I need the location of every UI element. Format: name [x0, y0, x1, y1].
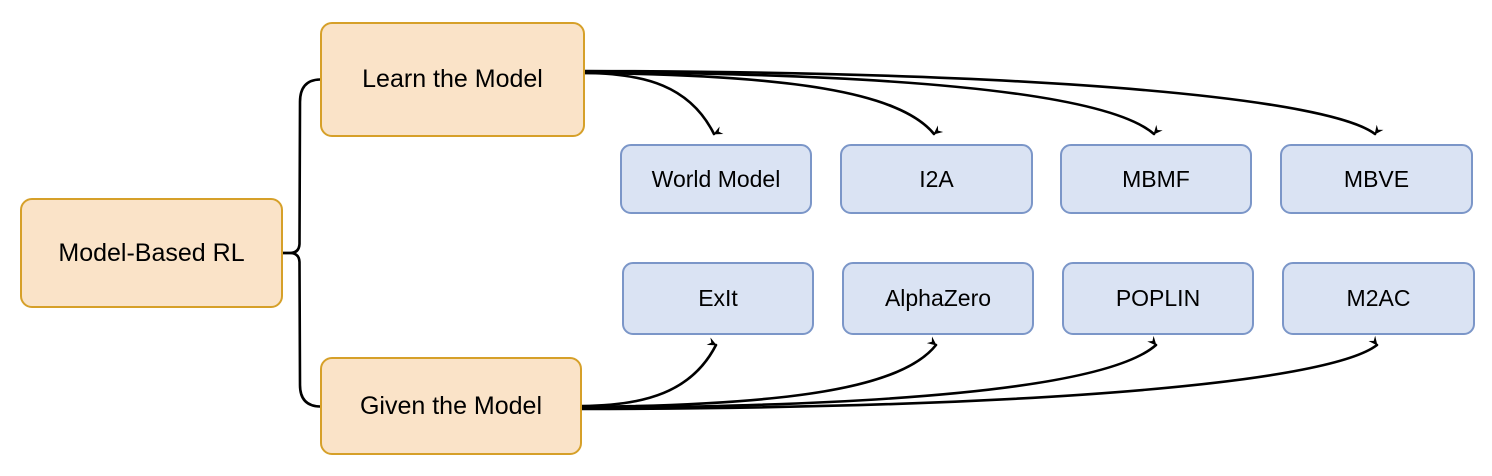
edge-root-bracket-lower: [281, 251, 322, 408]
node-label: POPLIN: [1115, 285, 1201, 312]
node-learn-the-model[interactable]: Learn the Model: [320, 22, 585, 137]
edge-given-m2ac: [580, 335, 1379, 411]
node-exit[interactable]: ExIt: [622, 262, 814, 335]
node-mbmf[interactable]: MBMF: [1060, 144, 1252, 214]
node-label: Given the Model: [359, 391, 543, 420]
edge-given-exit: [580, 337, 718, 408]
node-label: ExIt: [698, 285, 738, 312]
node-label: MBVE: [1343, 165, 1410, 192]
node-label: M2AC: [1346, 285, 1411, 312]
edge-learn-mbve: [583, 69, 1384, 136]
edge-learn-world-model: [583, 71, 724, 136]
node-model-based-rl[interactable]: Model-Based RL: [20, 198, 283, 308]
node-m2ac[interactable]: M2AC: [1282, 262, 1475, 335]
edge-given-poplin: [580, 335, 1158, 410]
node-label: I2A: [919, 165, 954, 192]
node-mbve[interactable]: MBVE: [1280, 144, 1473, 214]
node-world-model[interactable]: World Model: [620, 144, 812, 214]
node-label: Learn the Model: [362, 65, 543, 94]
node-label: Model-Based RL: [58, 238, 245, 267]
edge-given-alphazero: [580, 336, 938, 409]
edge-learn-mbmf: [583, 70, 1163, 136]
node-given-the-model[interactable]: Given the Model: [320, 357, 582, 455]
edge-root-bracket: [281, 78, 322, 255]
node-i2a[interactable]: I2A: [840, 144, 1033, 214]
node-label: AlphaZero: [884, 285, 992, 312]
node-label: World Model: [651, 165, 781, 192]
node-label: MBMF: [1122, 165, 1190, 192]
node-poplin[interactable]: POPLIN: [1062, 262, 1254, 335]
node-alphazero[interactable]: AlphaZero: [842, 262, 1034, 335]
edge-learn-i2a: [583, 71, 944, 136]
